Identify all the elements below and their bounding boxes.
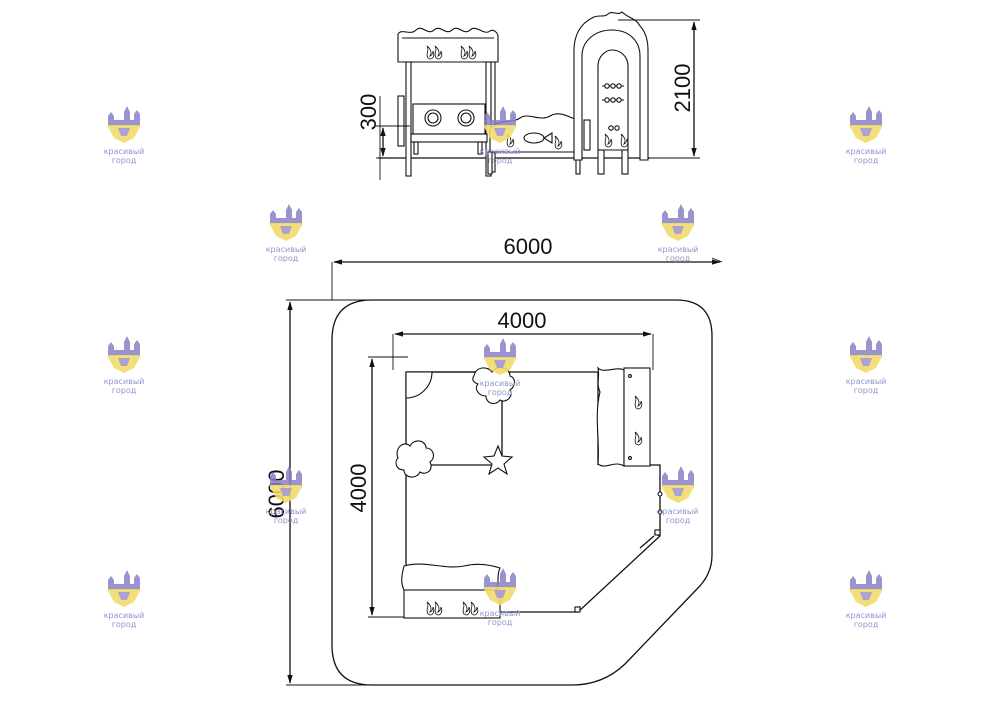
svg-text:город: город bbox=[854, 156, 879, 165]
svg-text:красивый: красивый bbox=[846, 611, 887, 620]
svg-text:красивый: красивый bbox=[480, 379, 521, 388]
castle-logo-icon bbox=[269, 204, 303, 241]
castle-logo-icon bbox=[661, 466, 695, 503]
svg-text:город: город bbox=[854, 386, 879, 395]
svg-text:красивый: красивый bbox=[846, 147, 887, 156]
right-bench-seat bbox=[596, 366, 625, 467]
svg-text:красивый: красивый bbox=[480, 147, 521, 156]
dim-2100: 2100 bbox=[670, 64, 695, 113]
castle-logo-icon bbox=[107, 336, 141, 373]
castle-logo-icon bbox=[661, 204, 695, 241]
svg-text:город: город bbox=[854, 620, 879, 629]
svg-text:город: город bbox=[666, 516, 691, 525]
svg-text:город: город bbox=[274, 516, 299, 525]
dim-4000-width: 4000 bbox=[498, 308, 547, 333]
svg-text:красивый: красивый bbox=[266, 245, 307, 254]
castle-logo-icon bbox=[849, 106, 883, 143]
svg-text:город: город bbox=[666, 254, 691, 263]
dim-300: 300 bbox=[356, 94, 381, 131]
left-roof bbox=[397, 27, 499, 63]
house-area bbox=[406, 371, 503, 466]
arch bbox=[573, 11, 649, 161]
svg-text:красивый: красивый bbox=[104, 611, 145, 620]
svg-text:город: город bbox=[488, 618, 513, 627]
bottom-bench-seat bbox=[401, 563, 501, 591]
svg-text:город: город bbox=[488, 388, 513, 397]
svg-text:город: город bbox=[274, 254, 299, 263]
svg-text:город: город bbox=[488, 156, 513, 165]
svg-text:город: город bbox=[112, 620, 137, 629]
safety-zone-outline bbox=[331, 299, 713, 686]
svg-text:красивый: красивый bbox=[846, 377, 887, 386]
dim-4000-depth: 4000 bbox=[346, 464, 371, 513]
svg-text:красивый: красивый bbox=[104, 147, 145, 156]
svg-text:красивый: красивый bbox=[104, 377, 145, 386]
svg-text:красивый: красивый bbox=[266, 507, 307, 516]
bottom-bench-back bbox=[403, 589, 501, 619]
left-post-1 bbox=[405, 61, 412, 177]
right-bench-back bbox=[623, 367, 651, 467]
castle-logo-icon bbox=[849, 336, 883, 373]
castle-logo-icon bbox=[849, 570, 883, 607]
bush-decor-2 bbox=[395, 440, 435, 478]
star-decor bbox=[482, 444, 514, 476]
castle-logo-icon bbox=[107, 106, 141, 143]
castle-logo-icon bbox=[107, 570, 141, 607]
dim-6000-width: 6000 bbox=[504, 234, 553, 259]
svg-text:город: город bbox=[112, 156, 137, 165]
svg-text:красивый: красивый bbox=[658, 507, 699, 516]
svg-text:красивый: красивый bbox=[658, 245, 699, 254]
elevation-view: 300 2100 bbox=[356, 11, 700, 180]
svg-text:красивый: красивый bbox=[480, 609, 521, 618]
svg-text:город: город bbox=[112, 386, 137, 395]
